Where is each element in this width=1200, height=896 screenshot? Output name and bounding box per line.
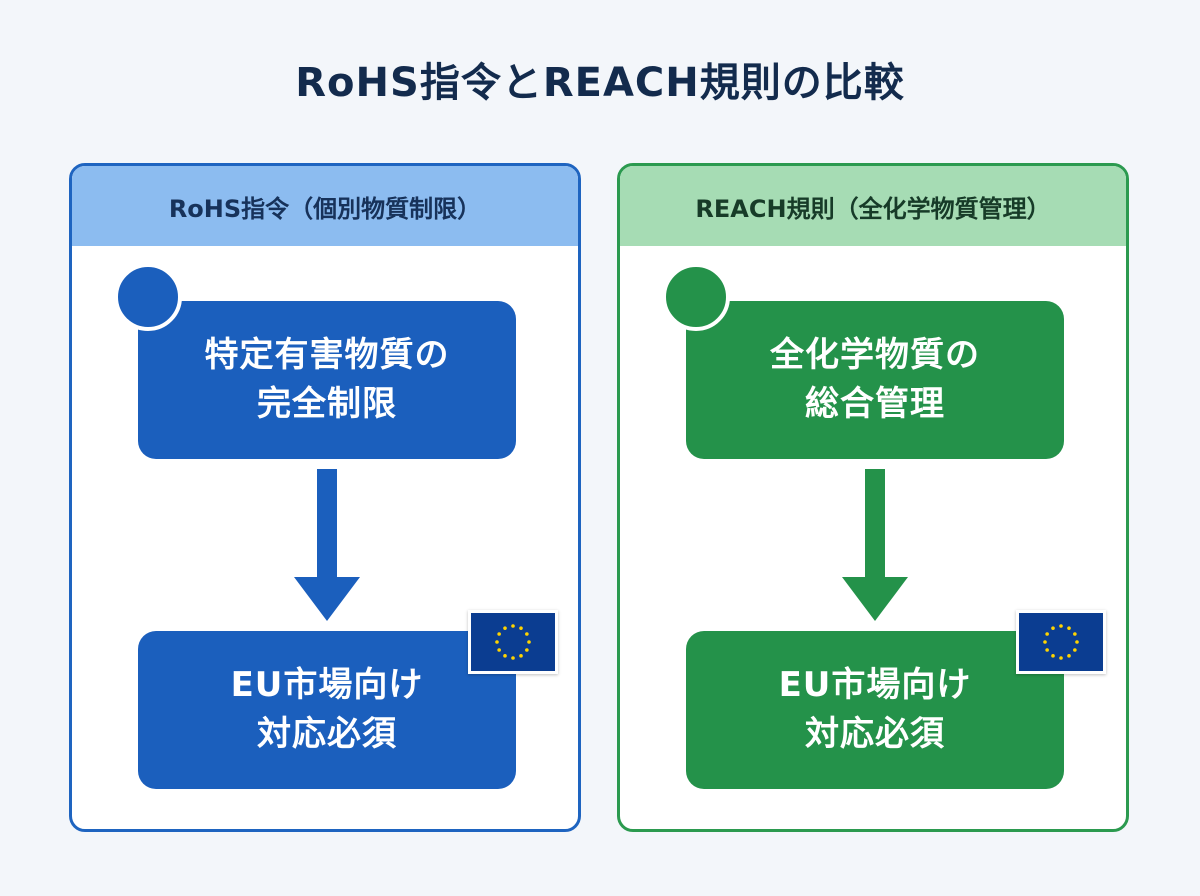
reach-management-box: 全化学物質の 総合管理 bbox=[686, 301, 1064, 459]
eu-star bbox=[1043, 640, 1047, 644]
rohs-restriction-line2: 完全制限 bbox=[257, 384, 397, 424]
eu-star bbox=[1051, 654, 1055, 658]
eu-star bbox=[1075, 640, 1079, 644]
eu-star bbox=[525, 632, 529, 636]
reach-management-line2: 総合管理 bbox=[805, 384, 945, 424]
eu-star bbox=[1059, 656, 1063, 660]
eu-star bbox=[1045, 648, 1049, 652]
eu-star bbox=[503, 626, 507, 630]
eu-flag-icon bbox=[1016, 610, 1106, 674]
eu-star bbox=[1051, 626, 1055, 630]
rohs-eu-line2: 対応必須 bbox=[257, 714, 397, 754]
eu-star bbox=[495, 640, 499, 644]
rohs-eu-line1: EU市場向け bbox=[230, 664, 424, 705]
eu-star bbox=[503, 654, 507, 658]
eu-star bbox=[527, 640, 531, 644]
rohs-panel: RoHS指令（個別物質制限） 特定有害物質の 完全制限 EU市場向け 対応必須 bbox=[69, 163, 581, 832]
rohs-eu-market-box: EU市場向け 対応必須 bbox=[138, 631, 516, 789]
eu-star bbox=[511, 656, 515, 660]
eu-star bbox=[497, 648, 501, 652]
eu-star bbox=[1067, 654, 1071, 658]
eu-star bbox=[1073, 632, 1077, 636]
eu-star bbox=[519, 626, 523, 630]
down-arrow-icon bbox=[294, 469, 360, 621]
page-title: RoHS指令とREACH規則の比較 bbox=[295, 60, 905, 106]
reach-panel-header: REACH規則（全化学物質管理） bbox=[620, 166, 1126, 246]
rohs-panel-header: RoHS指令（個別物質制限） bbox=[72, 166, 578, 246]
eu-star bbox=[1045, 632, 1049, 636]
reach-management-line1: 全化学物質の bbox=[770, 334, 980, 375]
eu-star bbox=[497, 632, 501, 636]
eu-flag-icon bbox=[468, 610, 558, 674]
reach-eu-line2: 対応必須 bbox=[805, 714, 945, 754]
circle-badge-icon bbox=[114, 263, 182, 331]
circle-badge-icon bbox=[662, 263, 730, 331]
eu-star bbox=[519, 654, 523, 658]
eu-star bbox=[525, 648, 529, 652]
down-arrow-icon bbox=[842, 469, 908, 621]
reach-eu-line1: EU市場向け bbox=[778, 664, 972, 705]
reach-eu-market-box: EU市場向け 対応必須 bbox=[686, 631, 1064, 789]
reach-panel: REACH規則（全化学物質管理） 全化学物質の 総合管理 EU市場向け 対応必須 bbox=[617, 163, 1129, 832]
eu-star bbox=[1059, 624, 1063, 628]
rohs-restriction-box: 特定有害物質の 完全制限 bbox=[138, 301, 516, 459]
eu-star bbox=[1067, 626, 1071, 630]
eu-star bbox=[511, 624, 515, 628]
rohs-restriction-line1: 特定有害物質の bbox=[204, 334, 450, 375]
eu-star bbox=[1073, 648, 1077, 652]
